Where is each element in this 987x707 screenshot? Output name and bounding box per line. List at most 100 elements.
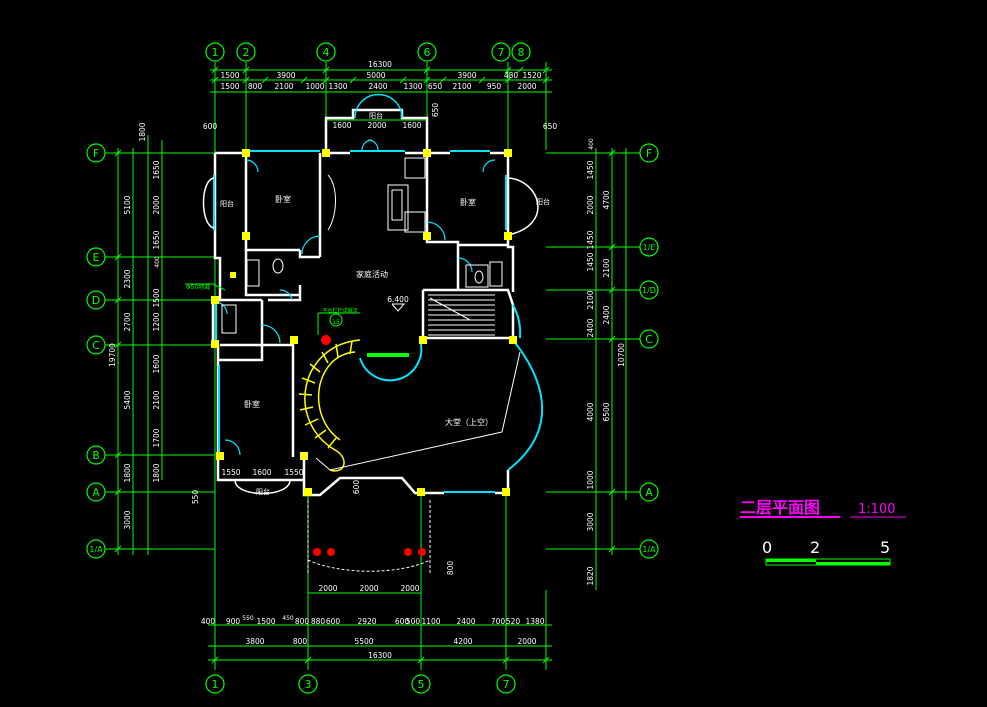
axis-label-top-8: 8 [518, 46, 525, 59]
dim-bottom: 500 [406, 617, 421, 626]
scale-bar-label-0: 0 [762, 538, 772, 557]
dim-top: 1500 [220, 82, 239, 91]
dim-bottom: 550 [242, 615, 254, 622]
dim-bottom: 2000 [517, 637, 536, 646]
dim-bottom: 3800 [245, 637, 264, 646]
axis-label-bottom-7: 7 [503, 678, 510, 691]
callout-leader [185, 283, 360, 335]
dim-top: 1000 [305, 82, 324, 91]
dim-left: 1200 [152, 312, 161, 331]
dim-left: 1700 [152, 428, 161, 447]
axis-label-left-f: F [93, 147, 99, 160]
dim-balcony-top: 1600 [332, 121, 351, 130]
scale-bar [765, 558, 891, 566]
axis-label-right-1d: 1/D [642, 286, 656, 295]
dim-top: 480 [504, 71, 519, 80]
room-label-bed-ne: 卧室 [460, 197, 476, 207]
drawing-scale: 1:100 [858, 502, 895, 517]
dim-right: 1450 [586, 230, 595, 249]
dim-top: 1520 [522, 71, 541, 80]
axis-label-left-b: B [92, 449, 100, 462]
axis-label-top-7: 7 [498, 46, 505, 59]
callout-ref: 15 [332, 319, 340, 326]
dim-right: 1820 [586, 566, 595, 585]
dim-right: 2000 [586, 195, 595, 214]
dim-left: 2100 [152, 390, 161, 409]
drawing-title: 二层平面图 [740, 498, 820, 517]
axis-label-bottom-3: 3 [305, 678, 312, 691]
dim-misc: 1550 [284, 468, 303, 477]
room-label-balcony-n: 阳台 [369, 111, 383, 120]
dim-bottom: 2400 [456, 617, 475, 626]
dim-left-overall: 19700 [108, 343, 117, 367]
dim-left: 1800 [138, 122, 147, 141]
dim-top: 1300 [403, 82, 422, 91]
dim-right: 3000 [586, 512, 595, 531]
dim-left: 3000 [123, 510, 132, 529]
dim-left: 5100 [123, 195, 132, 214]
stair-treads [428, 294, 495, 336]
axis-bubbles [86, 42, 659, 694]
axis-label-right-a: A [645, 486, 653, 499]
dim-left: 2300 [123, 269, 132, 288]
axis-label-top-2: 2 [243, 46, 250, 59]
dim-left: 5400 [123, 390, 132, 409]
windows [213, 93, 543, 493]
dim-bottom: 1100 [421, 617, 440, 626]
dim-right: 4700 [602, 190, 611, 209]
dim-left: 400 [154, 256, 161, 268]
axis-label-bottom-1: 1 [212, 678, 219, 691]
sofa [387, 184, 409, 231]
axis-grid [105, 62, 640, 670]
columns [211, 149, 517, 496]
dim-left: 1650 [152, 160, 161, 179]
dim-bottom-overall: 16300 [368, 651, 392, 660]
armchair [404, 157, 426, 179]
dim-misc: 650 [543, 122, 558, 131]
scale-bar-label-2: 2 [810, 538, 820, 557]
entry-canopy [307, 500, 431, 575]
dim-misc: 600 [203, 122, 218, 131]
dim-bottom: 880 [311, 617, 326, 626]
dim-bottom: 600 [326, 617, 341, 626]
dim-left: 1600 [152, 354, 161, 373]
walls [211, 108, 515, 497]
axis-label-top-4: 4 [323, 46, 330, 59]
hall-void-outline [315, 351, 521, 471]
dim-misc: 800 [446, 561, 455, 576]
dim-bottom: 900 [226, 617, 241, 626]
dimension-ticks [114, 66, 616, 664]
dim-bottom: 700 [491, 617, 506, 626]
dim-bottom: 1500 [256, 617, 275, 626]
axis-label-bottom-5: 5 [418, 678, 425, 691]
axis-label-left-1a: 1/A [89, 545, 103, 554]
dim-bottom: 520 [506, 617, 521, 626]
level-triangle [391, 303, 406, 312]
axis-label-right-f: F [646, 147, 652, 160]
dim-right: 400 [588, 138, 595, 150]
dim-misc: 600 [352, 480, 361, 495]
side-balconies [202, 177, 539, 495]
dim-entry: 2000 [318, 584, 337, 593]
spiral-stair [298, 339, 361, 472]
room-label-bed-nw: 卧室 [275, 194, 291, 204]
dim-bottom: 400 [201, 617, 216, 626]
dim-top: 3900 [276, 71, 295, 80]
dim-top: 650 [428, 82, 443, 91]
dim-right: 2400 [602, 305, 611, 324]
red-markers [313, 335, 426, 556]
axis-label-right-c: C [645, 333, 653, 346]
dim-top: 2100 [274, 82, 293, 91]
dim-right: 2100 [602, 258, 611, 277]
scale-bar-label-5: 5 [880, 538, 890, 557]
dim-right: 6500 [602, 402, 611, 421]
dim-left: 1500 [152, 288, 161, 307]
axis-label-left-c: C [92, 339, 100, 352]
dim-top: 800 [248, 82, 263, 91]
callout-note: 平台栏杆详做法 [322, 307, 357, 314]
dim-top: 1300 [328, 82, 347, 91]
level-mark: 6.400 [387, 295, 409, 304]
dim-bottom: 800 [293, 637, 308, 646]
room-label-balcony-e: 阳台 [536, 197, 550, 206]
